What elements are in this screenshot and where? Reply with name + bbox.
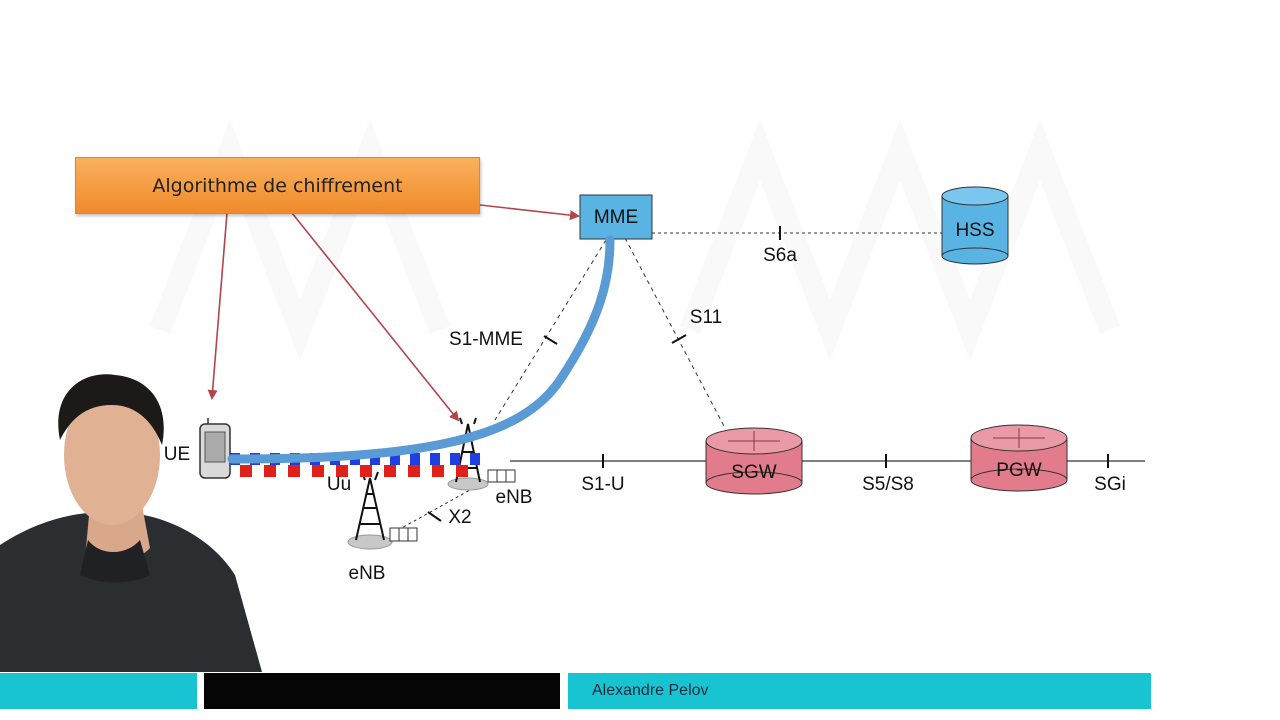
uu-label: Uu [327,474,351,495]
sgw-label: SGW [731,462,776,483]
arrow-to-mme [479,204,580,221]
s5-s8-label: S5/S8 [862,474,914,495]
pgw-label: PGW [996,460,1041,481]
hss-label: HSS [955,220,994,241]
arrow-to-ue [207,212,228,400]
arrow-to-enb [291,212,460,422]
hss-node: HSS [941,186,1009,265]
footer-presenter-bar: Alexandre Pelov [568,673,1151,709]
footer-bar-left [0,673,197,709]
enb-second-label: eNB [349,563,386,584]
sgi-label: SGi [1094,474,1126,495]
link-s1-mme [494,239,607,421]
s1-u-label: S1-U [581,474,624,495]
x2-label: X2 [448,507,471,528]
ue-label: UE [164,444,190,465]
enb-main-label: eNB [496,487,533,508]
pgw-node: PGW [970,424,1068,492]
ue-device [199,418,231,479]
link-x2 [397,489,471,531]
encryption-algorithm-callout: Algorithme de chiffrement [75,157,480,214]
interface-ticks [427,226,1109,522]
encrypted-link-red [240,465,480,477]
sgw-node: SGW [705,427,803,495]
link-s11 [624,237,726,429]
mme-node: MME [579,194,653,240]
presenter-video [0,374,262,672]
mme-label: MME [594,207,638,228]
s1-mme-label: S1-MME [449,329,523,350]
enb-second-tower [347,471,418,550]
callout-arrows [207,204,580,422]
presenter-name: Alexandre Pelov [592,682,709,699]
s1-mme-tunnel [227,235,615,464]
s6a-label: S6a [763,245,797,266]
footer-bar-middle [204,673,560,709]
s11-label: S11 [690,307,722,328]
